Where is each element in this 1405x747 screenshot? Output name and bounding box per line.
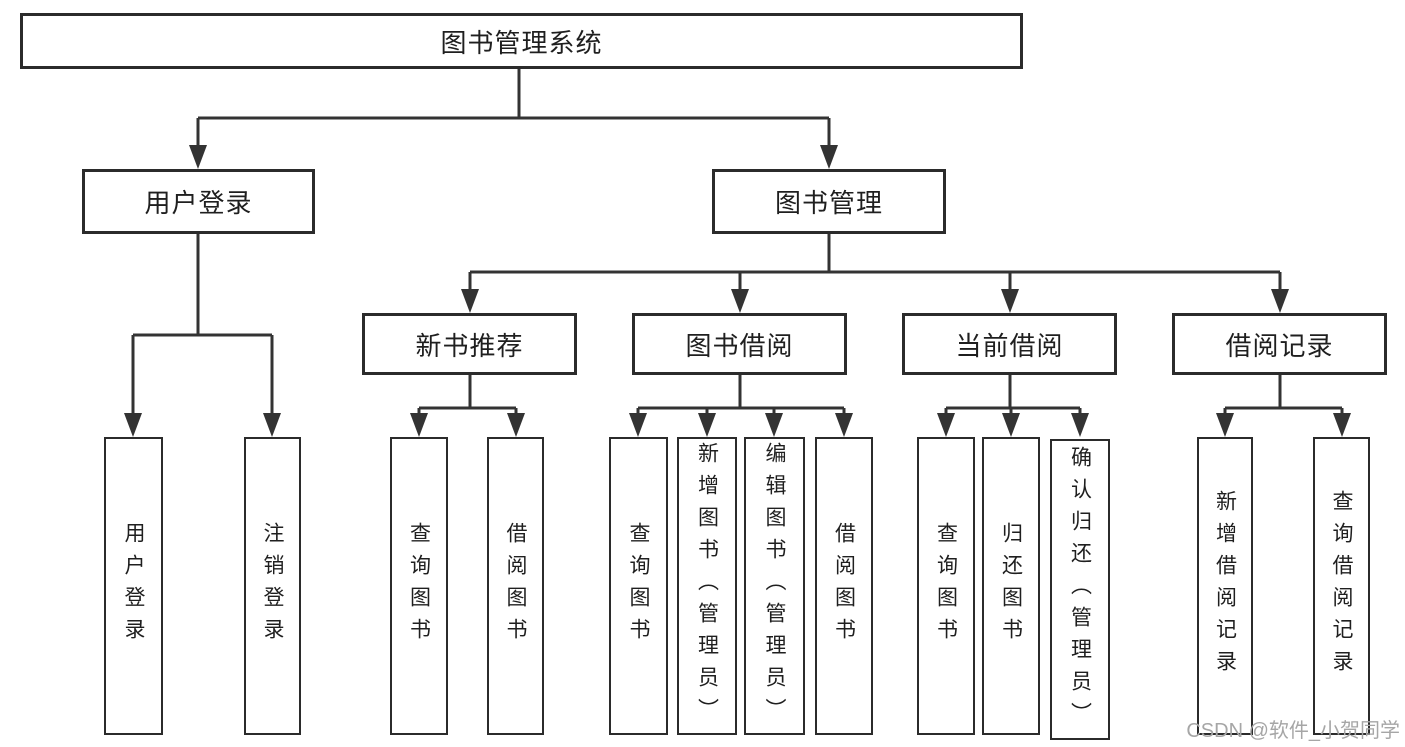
leaf-logout: 注销登录 xyxy=(244,437,301,735)
leaf-return-book-label: 归还图书 xyxy=(999,522,1023,650)
node-current-borrow: 当前借阅 xyxy=(902,313,1117,375)
node-root-label: 图书管理系统 xyxy=(440,27,603,58)
leaf-add-borrow-record: 新增借阅记录 xyxy=(1197,437,1253,735)
node-book-borrow-label: 图书借阅 xyxy=(685,330,794,361)
leaf-query-book-borrow: 查询图书 xyxy=(609,437,668,735)
leaf-logout-label: 注销登录 xyxy=(261,522,284,650)
leaf-borrow-book: 借阅图书 xyxy=(815,437,873,735)
node-root-library-system: 图书管理系统 xyxy=(20,13,1023,69)
leaf-query-book-recommend: 查询图书 xyxy=(390,437,448,735)
node-new-book-recommend-label: 新书推荐 xyxy=(415,330,524,361)
node-borrow-record-label: 借阅记录 xyxy=(1225,330,1334,361)
leaf-borrow-book-recommend: 借阅图书 xyxy=(487,437,544,735)
leaf-edit-book-admin: 编辑图书（管理员） xyxy=(744,437,805,735)
leaf-add-book-admin-label: 新增图书（管理员） xyxy=(695,442,719,730)
leaf-query-book-recommend-label: 查询图书 xyxy=(407,522,431,650)
leaf-query-borrow-record: 查询借阅记录 xyxy=(1313,437,1370,735)
node-book-management: 图书管理 xyxy=(712,169,946,234)
leaf-user-login-label: 用户登录 xyxy=(122,522,145,650)
leaf-edit-book-admin-label: 编辑图书（管理员） xyxy=(763,442,786,730)
node-current-borrow-label: 当前借阅 xyxy=(955,330,1064,361)
node-user-login-label: 用户登录 xyxy=(144,188,253,218)
csdn-watermark: CSDN @软件_小贺同学 xyxy=(1186,720,1400,742)
leaf-user-login: 用户登录 xyxy=(104,437,163,735)
leaf-query-book-borrow-label: 查询图书 xyxy=(627,522,650,650)
node-user-login: 用户登录 xyxy=(82,169,315,234)
leaf-query-book-current: 查询图书 xyxy=(917,437,975,735)
leaf-return-book: 归还图书 xyxy=(982,437,1040,735)
leaf-add-borrow-record-label: 新增借阅记录 xyxy=(1213,490,1237,682)
node-new-book-recommend: 新书推荐 xyxy=(362,313,577,375)
leaf-query-book-current-label: 查询图书 xyxy=(934,522,958,650)
node-borrow-record: 借阅记录 xyxy=(1172,313,1387,375)
leaf-borrow-book-label: 借阅图书 xyxy=(832,522,856,650)
leaf-add-book-admin: 新增图书（管理员） xyxy=(677,437,737,735)
node-book-borrow: 图书借阅 xyxy=(632,313,847,375)
leaf-query-borrow-record-label: 查询借阅记录 xyxy=(1330,490,1353,682)
node-book-management-label: 图书管理 xyxy=(774,188,883,218)
leaf-borrow-book-recommend-label: 借阅图书 xyxy=(504,522,527,650)
leaf-confirm-return-admin-label: 确认归还（管理员） xyxy=(1068,445,1092,734)
leaf-confirm-return-admin: 确认归还（管理员） xyxy=(1050,439,1110,740)
